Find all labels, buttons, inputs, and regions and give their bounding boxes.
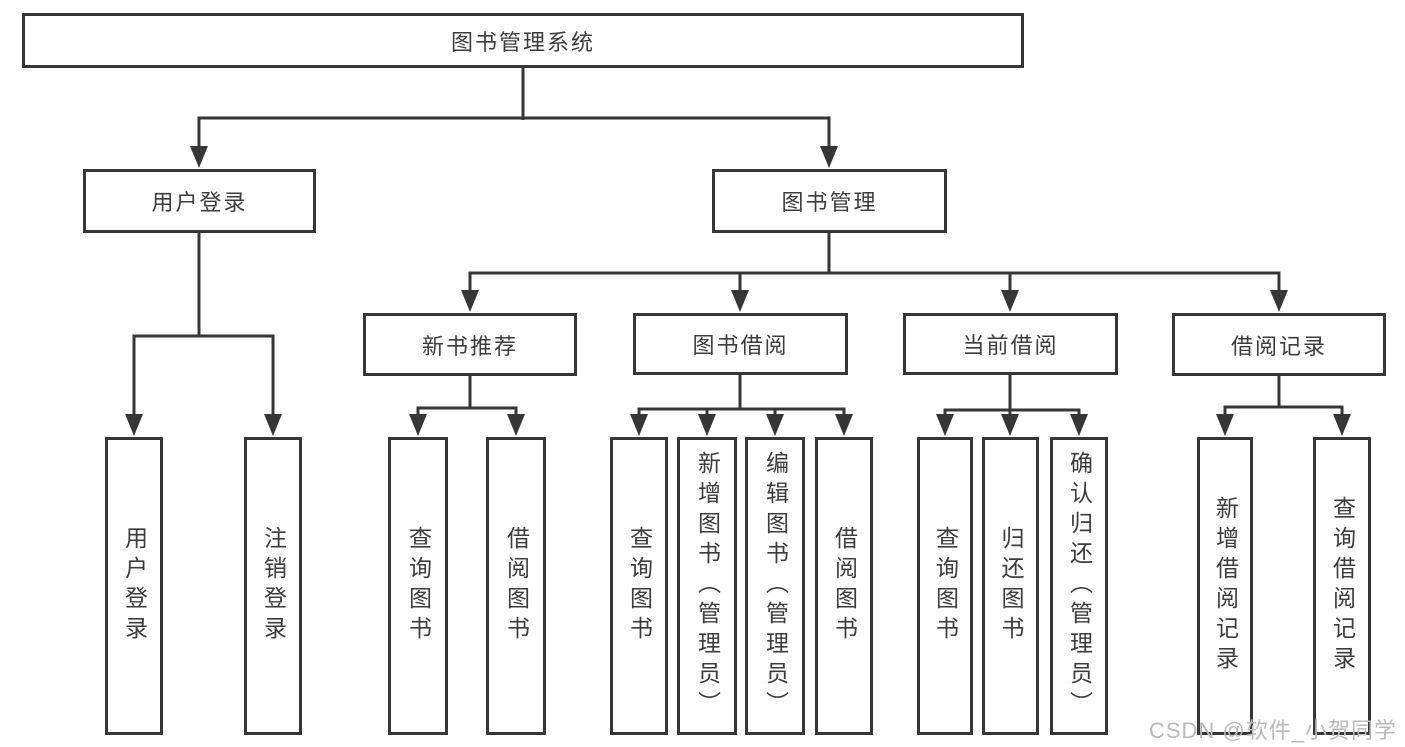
leaf-edit-books-admin: 编辑图书（管理员）	[745, 437, 805, 735]
leaf-borrow-books-borrowing: 借阅图书	[815, 437, 873, 735]
leaf-add-books-admin: 新增图书（管理员）	[677, 437, 737, 735]
leaf-confirm-return-admin: 确认归还（管理员）	[1050, 437, 1108, 735]
node-label: 新书推荐	[421, 333, 518, 359]
node-current-borrowing: 当前借阅	[903, 313, 1118, 375]
leaf-borrow-books-recommend: 借阅图书	[486, 437, 546, 735]
node-label: 借阅图书	[831, 526, 858, 646]
node-label: 当前借阅	[962, 333, 1059, 358]
node-borrowing-records: 借阅记录	[1172, 313, 1386, 376]
node-label: 查询借阅记录	[1329, 496, 1356, 676]
node-new-book-recommendation: 新书推荐	[363, 313, 577, 376]
node-library-management-system: 图书管理系统	[22, 13, 1024, 68]
node-user-login: 用户登录	[83, 169, 316, 233]
node-label: 查询图书	[405, 526, 432, 646]
leaf-query-books-current: 查询图书	[917, 437, 973, 735]
node-label: 借阅图书	[503, 526, 530, 646]
leaf-logout: 注销登录	[244, 437, 302, 735]
node-label: 编辑图书（管理员）	[762, 451, 789, 721]
leaf-user-login: 用户登录	[105, 437, 163, 735]
node-label: 查询图书	[932, 526, 959, 646]
node-label: 查询图书	[626, 526, 653, 646]
node-label: 新增借阅记录	[1212, 496, 1239, 676]
node-label: 图书管理系统	[450, 29, 595, 55]
node-label: 新增图书（管理员）	[694, 451, 721, 721]
node-label: 图书管理	[781, 190, 878, 215]
node-label: 借阅记录	[1230, 333, 1327, 359]
node-label: 用户登录	[151, 190, 248, 215]
leaf-return-books: 归还图书	[982, 437, 1039, 735]
leaf-query-books-borrowing: 查询图书	[610, 437, 668, 735]
node-label: 用户登录	[121, 526, 148, 646]
node-label: 注销登录	[260, 526, 287, 646]
node-book-borrowing: 图书借阅	[633, 313, 848, 375]
leaf-query-borrow-record: 查询借阅记录	[1313, 437, 1371, 735]
leaf-query-books-recommend: 查询图书	[388, 437, 448, 735]
csdn-watermark: CSDN @软件_小贺同学	[1148, 718, 1397, 743]
node-label: 图书借阅	[692, 333, 789, 358]
node-label: 确认归还（管理员）	[1066, 451, 1093, 721]
node-book-management: 图书管理	[712, 169, 947, 233]
node-label: 归还图书	[998, 526, 1024, 646]
leaf-add-borrow-record: 新增借阅记录	[1197, 437, 1253, 735]
